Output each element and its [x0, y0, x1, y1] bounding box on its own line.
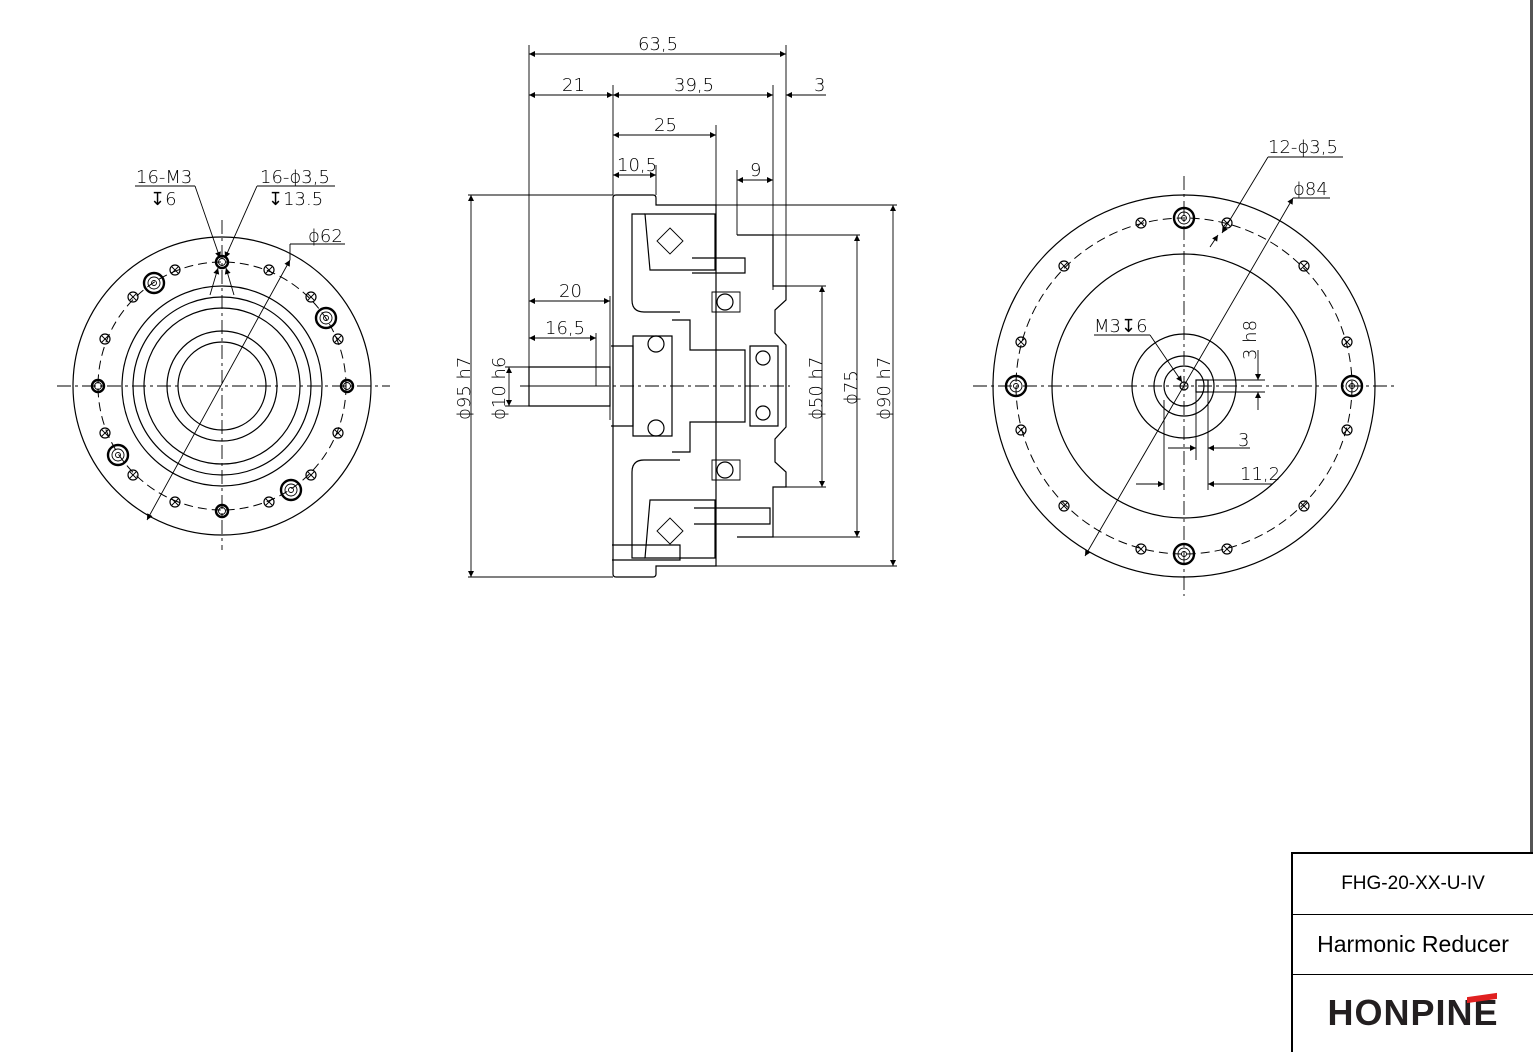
side-view: 63,5 21 39,5 3 25 10,5 9 20 16,5 ϕ95 h7 …: [454, 34, 897, 578]
dim-dia-10: ϕ10 h6: [489, 357, 510, 420]
label-tapped-depth: ↧6: [150, 189, 177, 210]
sheet-border: [1530, 0, 1533, 1050]
brand-logo: HONPINE: [1327, 992, 1498, 1034]
title-block: FHG-20-XX-U-IV Harmonic Reducer HONPINE: [1291, 852, 1533, 1052]
dim-9: 9: [750, 160, 761, 181]
brand-logo-cell: HONPINE: [1293, 975, 1533, 1050]
model-code: FHG-20-XX-U-IV: [1293, 854, 1533, 915]
dim-shaft-length: 21: [562, 75, 585, 96]
label-tapped-holes: 16-M3: [136, 167, 192, 188]
dim-dia-90: ϕ90 h7: [874, 357, 895, 420]
product-name: Harmonic Reducer: [1293, 915, 1533, 975]
dim-body-length: 39,5: [674, 75, 714, 96]
dim-overall-length: 63,5: [638, 34, 678, 55]
dim-16-5: 16,5: [545, 318, 585, 339]
label-through-holes: 16-ϕ3,5: [260, 167, 330, 188]
label-key-depth: 3: [1238, 430, 1249, 451]
label-key-width: 3 h8: [1240, 320, 1261, 360]
dim-dia-50: ϕ50 h7: [806, 357, 827, 420]
right-view: 12-ϕ3,5 ϕ84 M3↧6 3 h8 3 11,2: [973, 137, 1395, 596]
label-bolt-circle-84: ϕ84: [1293, 179, 1328, 200]
label-bolt-circle-62: ϕ62: [308, 226, 343, 247]
label-through-depth: ↧13.5: [268, 189, 323, 210]
dim-20: 20: [559, 281, 582, 302]
dim-dia-75: ϕ75: [841, 370, 862, 405]
label-key-height: 11,2: [1240, 464, 1280, 485]
dim-25: 25: [654, 115, 677, 136]
dim-10-5: 10,5: [617, 155, 657, 176]
label-center-thread: M3↧6: [1094, 316, 1148, 337]
left-view: 16-M3 ↧6 16-ϕ3,5 ↧13.5 ϕ62: [57, 167, 390, 550]
dim-dia-95: ϕ95 h7: [454, 357, 475, 420]
dim-flange-offset: 3: [814, 75, 825, 96]
label-12-holes: 12-ϕ3,5: [1268, 137, 1338, 158]
